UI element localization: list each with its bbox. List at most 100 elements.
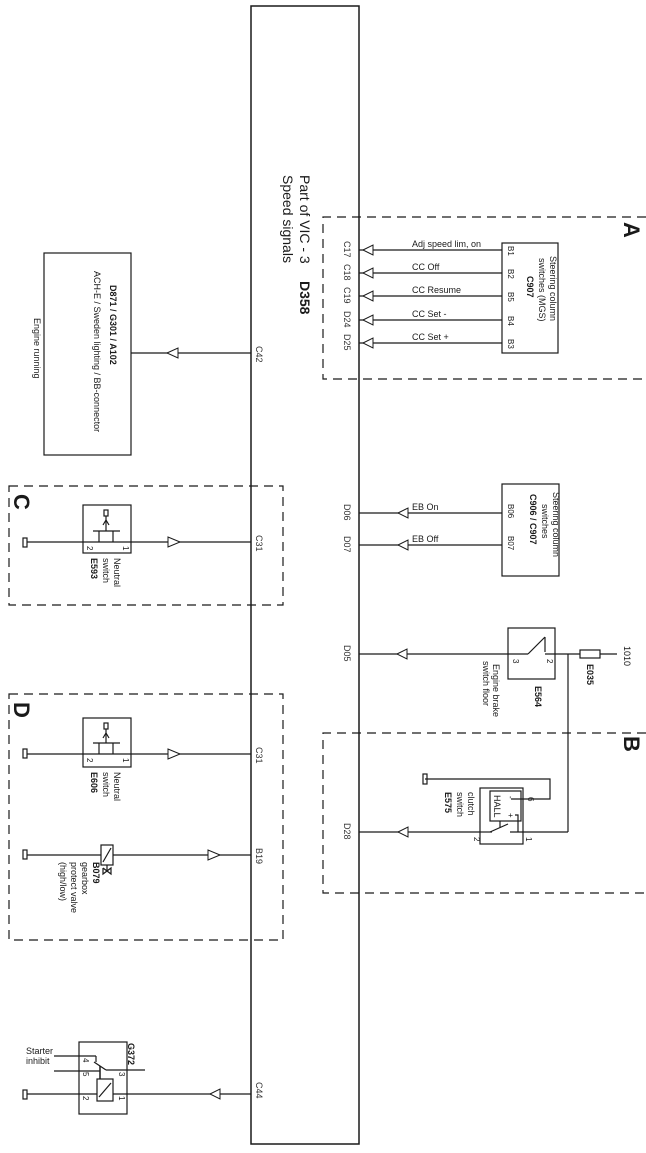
c907-name-1: Steering column	[548, 256, 558, 321]
signal-arrow	[396, 507, 409, 519]
section-a-label: A	[619, 222, 644, 238]
diode-icon	[102, 866, 112, 876]
ecu-pin: D25	[342, 334, 352, 351]
eb-name-1: Steering column	[551, 492, 561, 557]
ecu-id: D358	[297, 281, 313, 315]
pin-5: 5	[81, 1072, 90, 1077]
pin-2: 2	[85, 546, 94, 551]
e564-desc-1: Engine brake	[491, 664, 501, 717]
signal-arrow	[361, 290, 374, 302]
connector-terminal	[22, 1089, 28, 1100]
ecu-pin: C31	[254, 747, 264, 764]
c906-c907-box	[501, 483, 560, 577]
g372-id: G372	[126, 1043, 136, 1065]
signal-row-3: CC Resume C19 B5	[342, 285, 515, 304]
pin-1: 1	[117, 1096, 126, 1101]
ecu-pin: C31	[254, 535, 264, 552]
b079-desc-2: protect valve	[69, 862, 79, 913]
component-pin: B4	[506, 316, 515, 326]
signal-arrow	[361, 314, 374, 326]
signal-arrow	[165, 347, 179, 359]
signal-row-1: Adj speed lim, on C17 B1	[342, 239, 515, 258]
pin-6: 6	[526, 797, 535, 802]
eb-name-2: switches	[540, 504, 550, 539]
signal-row-eb-off: EB Off D07 B07	[342, 534, 515, 553]
connector-terminal	[22, 849, 28, 860]
pin-plus: +	[506, 813, 515, 818]
section-b-border	[322, 732, 646, 894]
b079-desc-3: (high/low)	[58, 862, 68, 901]
g372-box	[78, 1041, 128, 1115]
pin-3: 3	[511, 659, 520, 664]
relay-g372: G372 Starter inhibit C44 4 5 2 3 1	[22, 1041, 264, 1115]
pin-2: 2	[81, 1096, 90, 1101]
b079-desc-1: gearbox	[80, 862, 90, 895]
section-c-label: C	[9, 494, 34, 510]
pin-1: 1	[121, 546, 130, 551]
left-module: D871 / G301 / A102 ACH-E / Sweden lighti…	[32, 252, 264, 456]
e593-id: E593	[89, 558, 99, 579]
ecu-pin: D05	[342, 645, 352, 662]
signal-row-2: CC Off C18 B2	[342, 262, 515, 281]
e606-id: E606	[89, 772, 99, 793]
signal-label: Adj speed lim, on	[412, 239, 481, 249]
ecu-pin: C18	[342, 264, 352, 281]
hall-label: HALL	[492, 795, 502, 818]
pin-1: 1	[121, 758, 130, 763]
engine-brake-circuit: D05 3 2 E564 Engine brake switch floor E…	[342, 627, 632, 832]
signal-arrow	[361, 337, 374, 349]
e606-box	[82, 717, 132, 768]
e575-box	[479, 787, 524, 845]
section-c: C C31 2 1 Neutral switch E593	[8, 485, 284, 606]
ecu-block: Part of VIC - 3 D358 Speed signals	[250, 5, 360, 1145]
pin-minus: -	[506, 796, 515, 799]
supply-1010: 1010	[622, 646, 632, 666]
ecu-pin: D07	[342, 536, 352, 553]
signal-arrow	[361, 267, 374, 279]
left-module-ids: D871 / G301 / A102	[108, 285, 118, 365]
starter-label-1: Starter	[26, 1046, 53, 1056]
signal-arrow	[208, 1088, 221, 1100]
signal-label: EB On	[412, 502, 439, 512]
section-b-label: B	[619, 736, 644, 752]
switch-contact	[527, 636, 546, 655]
component-pin: B07	[506, 536, 515, 551]
c907-box	[501, 242, 559, 354]
e575-desc-1: clutch	[466, 792, 476, 816]
e593-desc-1: Neutral	[112, 558, 122, 587]
component-pin: B2	[506, 269, 515, 279]
relay-coil-icon	[96, 1078, 114, 1102]
ecu-outline	[250, 5, 360, 1145]
connector-terminal	[422, 773, 428, 785]
pin-4: 4	[81, 1058, 90, 1063]
pin-2: 2	[85, 758, 94, 763]
ecu-pin: B19	[254, 848, 264, 864]
signal-row-5: CC Set + D25 B3	[342, 332, 515, 351]
connector-terminal	[22, 748, 28, 759]
signal-label: CC Resume	[412, 285, 461, 295]
ecu-pin: D24	[342, 311, 352, 328]
switch-actuator	[102, 731, 110, 739]
c907-id: C907	[525, 276, 535, 298]
signal-label: CC Off	[412, 262, 440, 272]
starter-label-2: inhibit	[26, 1056, 50, 1066]
ecu-title: Part of VIC - 3	[297, 175, 313, 264]
switch-actuator	[102, 518, 110, 526]
engine-running-label: Engine running	[32, 318, 42, 379]
section-d-label: D	[9, 702, 34, 718]
eb-id: C906 / C907	[528, 494, 538, 545]
signal-arrow	[167, 748, 182, 760]
e564-desc-2: switch floor	[481, 661, 491, 706]
e606-desc-1: Neutral	[112, 772, 122, 801]
section-b: B D28 HALL - + 6 2 1 clutch switch E575	[322, 732, 646, 894]
ecu-pin: D06	[342, 504, 352, 521]
pin-2: 2	[545, 659, 554, 664]
ecu-pin: D28	[342, 823, 352, 840]
e593-desc-2: switch	[101, 558, 111, 583]
signal-label: CC Set -	[412, 309, 447, 319]
left-module-box	[43, 252, 132, 456]
pin-2: 2	[472, 837, 481, 842]
hall-sensor	[489, 790, 522, 822]
pin-1: 1	[524, 837, 533, 842]
section-d: D C31 2 1 Neutral switch E606 B19 B079	[8, 693, 284, 941]
